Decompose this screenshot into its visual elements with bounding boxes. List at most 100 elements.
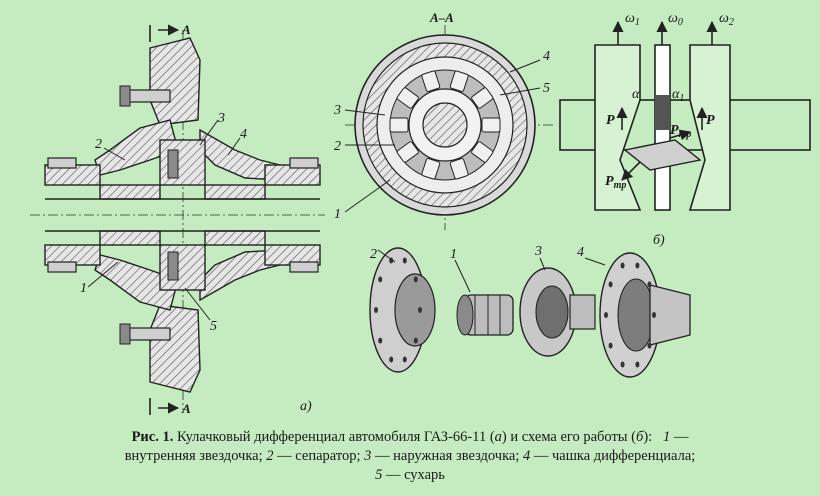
- omega2-label: ω2: [719, 11, 734, 28]
- leader-2: [103, 147, 126, 161]
- leader-1: [87, 261, 119, 288]
- cam-block: [449, 158, 469, 180]
- section-view-a: A A 1 2 3 4 5 а): [30, 22, 325, 416]
- callout-cs-3: 3: [333, 103, 341, 118]
- leader-3: [199, 119, 219, 146]
- cs-leader-4: [509, 59, 541, 73]
- cup-hole: [604, 312, 608, 318]
- caption-item4-text: — чашка дифференциала;: [530, 448, 696, 464]
- scheme-view-b: ω1 ω0 ω2 α α1 P P Pтр Pтр б): [559, 11, 811, 248]
- bolt-head-bottom: [119, 323, 131, 345]
- bolt-top: [127, 89, 171, 103]
- part-inner-star-end: [456, 294, 474, 336]
- separator-hole: [413, 337, 418, 344]
- flange-bottom: [149, 304, 201, 393]
- separator-hole: [402, 356, 407, 363]
- cup-hole: [620, 262, 625, 269]
- caption-item2-text: — сепаратор;: [273, 448, 361, 464]
- cam-block: [396, 141, 419, 163]
- parts-leader-2: [377, 249, 396, 263]
- omega0-label: ω0: [668, 11, 683, 28]
- inner-star-left-top: [99, 184, 161, 200]
- cross-section-a-a: A–A 3 2 1 4 5: [333, 10, 555, 230]
- outer-star-top: [159, 139, 206, 186]
- caption-line1-mid: ) и схема его работы (: [501, 429, 637, 445]
- flange-top: [149, 37, 201, 126]
- cs-leader-5: [499, 87, 541, 96]
- cup-hole: [635, 262, 640, 269]
- cam-block: [481, 117, 501, 133]
- caption-item1-dash: —: [670, 429, 689, 445]
- cam-block: [471, 87, 494, 109]
- callout-part-2: 2: [370, 247, 377, 262]
- leader-4: [227, 137, 241, 156]
- cam-block: [449, 70, 469, 92]
- cam-block: [421, 158, 441, 180]
- inner-star-left-bottom: [99, 230, 161, 246]
- inner-star-right-bottom: [204, 230, 266, 246]
- parts-leader-3: [539, 257, 546, 271]
- separator-hole: [378, 337, 383, 344]
- cup-hole: [647, 281, 652, 288]
- section-title: A–A: [429, 10, 454, 25]
- caption-item4-num: 4: [523, 448, 531, 464]
- callout-cs-2: 2: [334, 139, 341, 154]
- bolt-bottom: [127, 327, 171, 341]
- callout-a-3: 3: [217, 111, 225, 126]
- parts-leader-1: [454, 259, 471, 293]
- separator-hole: [413, 276, 418, 283]
- parts-leader-4: [584, 257, 606, 266]
- bearing-left-bottom: [47, 261, 77, 273]
- cup-hole: [620, 361, 625, 368]
- cam-block: [396, 87, 419, 109]
- friction-left-label: Pтр: [605, 174, 626, 191]
- callout-a-1: 1: [80, 281, 87, 296]
- outer-star-bottom: [159, 244, 206, 291]
- inner-star-right-top: [204, 184, 266, 200]
- callout-a-4: 4: [240, 127, 247, 142]
- cs-leader-1: [344, 179, 391, 213]
- splined-bore: [422, 102, 468, 148]
- cup-hole: [635, 361, 640, 368]
- cam-block: [471, 141, 494, 163]
- caption-item1-num: 1: [663, 429, 671, 445]
- friction-right-label: Pтр: [670, 123, 691, 140]
- separator-hole: [378, 276, 383, 283]
- caption-line1-end: ):: [643, 429, 653, 445]
- cup-hole: [652, 312, 656, 318]
- left-half: [594, 44, 642, 211]
- section-label-top: A: [181, 22, 191, 37]
- cam-block: [421, 70, 441, 92]
- alpha-label: α: [632, 87, 640, 102]
- part-separator-hub: [394, 273, 436, 347]
- callout-cs-5: 5: [543, 81, 550, 96]
- caption-line2: внутренняя звездочка;: [124, 448, 263, 464]
- part-cup-bore: [617, 278, 655, 352]
- callout-cs-4: 4: [543, 49, 550, 64]
- bearing-left-top: [47, 157, 77, 169]
- part-outer-star-bore: [535, 285, 569, 339]
- cam-block-top: [167, 149, 179, 179]
- cam: [623, 139, 702, 171]
- omega1-label: ω1: [625, 11, 640, 28]
- callout-cs-1: 1: [334, 207, 341, 222]
- friction-left-arrow: [621, 161, 641, 181]
- cup-hole: [608, 281, 613, 288]
- technical-drawing: A A 1 2 3 4 5 а) A–A 3 2 1 4: [30, 10, 811, 416]
- caption-fig-number: Рис. 1.: [131, 429, 174, 445]
- figure-caption: Рис. 1. Кулачковый дифференциал автомоби…: [20, 428, 800, 485]
- panel-label-a: а): [300, 399, 312, 414]
- callout-a-5: 5: [210, 319, 217, 334]
- cup-holes: [604, 262, 656, 368]
- cs-leader-3: [344, 109, 386, 116]
- cup-hole: [647, 342, 652, 349]
- caption-item5-num: 5: [375, 467, 383, 483]
- callout-part-1: 1: [450, 247, 457, 262]
- centre-bar-dark: [655, 95, 670, 130]
- callout-a-2: 2: [95, 137, 102, 152]
- alpha1-label: α1: [672, 87, 684, 104]
- part-outer-star-shaft: [569, 294, 596, 330]
- cam-block: [389, 117, 409, 133]
- caption-item3-text: — наружная звездочка;: [371, 448, 520, 464]
- separator-hole: [389, 356, 394, 363]
